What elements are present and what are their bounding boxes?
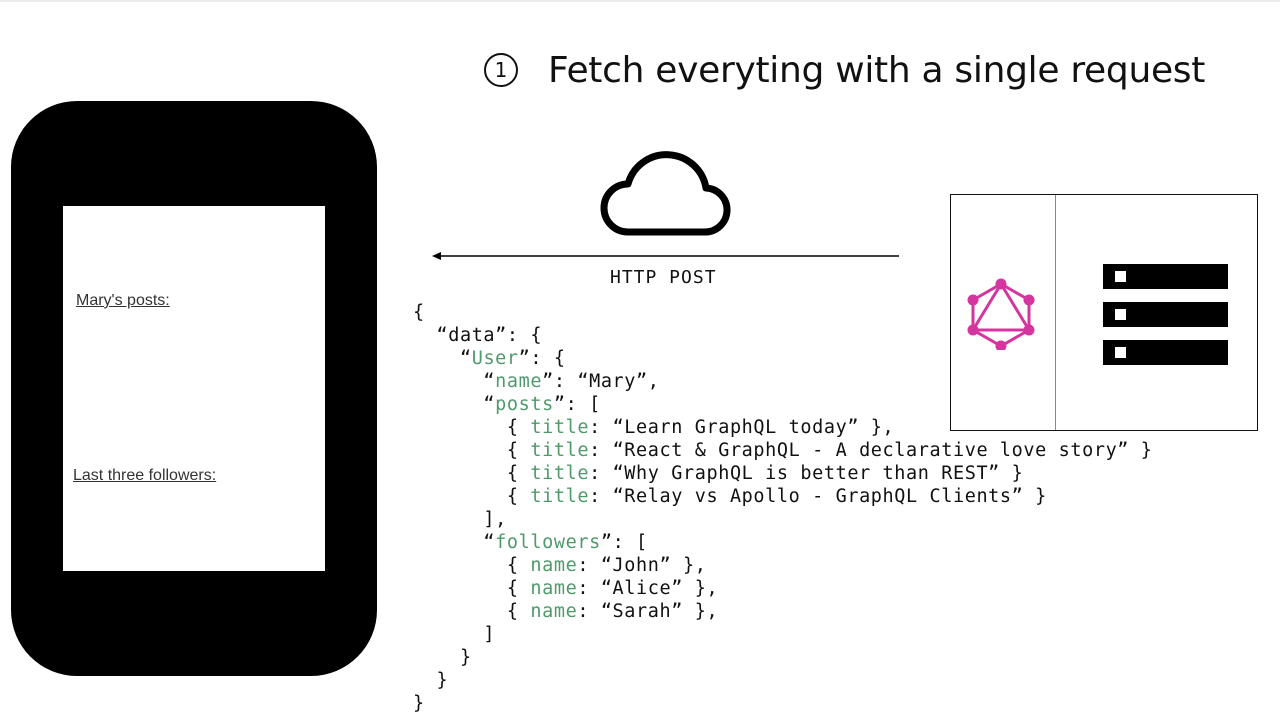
json-key: name [530,601,578,622]
json-key: User [471,348,519,369]
code-line: ] [413,624,496,645]
code-line: “User”: { [413,348,566,369]
code-line: { name: “Sarah” }, [413,601,719,622]
server-rack-icon [1103,264,1228,289]
response-arrow [432,252,899,260]
phone-screen [63,206,325,571]
cloud-icon [600,151,731,236]
step-number-badge: 1 [484,53,518,87]
code-line: } [413,670,449,691]
code-line: { title: “Learn GraphQL today” }, [413,417,895,438]
http-method-label: HTTP POST [610,267,717,288]
json-key: name [495,371,543,392]
code-line: { title: “Relay vs Apollo - GraphQL Clie… [413,486,1047,507]
posts-label: Mary's posts: [76,292,170,309]
json-key: name [530,555,578,576]
graphql-server [950,194,1258,431]
json-response-code: { “data”: { “User”: { “name”: “Mary”, “p… [413,301,1153,715]
code-line: { title: “Why GraphQL is better than RES… [413,463,1024,484]
server-divider [1055,195,1056,430]
rack-led [1115,271,1126,282]
followers-label: Last three followers: [73,467,217,484]
code-line: } [413,693,425,714]
top-border [0,0,1280,2]
code-line: { name: “John” }, [413,555,707,576]
json-key: posts [495,394,554,415]
code-line: “posts”: [ [413,394,601,415]
code-line: { [413,302,425,323]
code-line: “followers”: [ [413,532,648,553]
json-key: title [530,417,590,438]
code-line: { title: “React & GraphQL - A declarativ… [413,440,1153,461]
json-key: title [530,486,590,507]
json-key: followers [495,532,601,553]
rack-led [1115,309,1126,320]
json-key: title [530,463,590,484]
graphql-logo-icon [967,278,1035,350]
code-line: { name: “Alice” }, [413,578,719,599]
code-line: } [413,647,472,668]
code-line: “data”: { [413,325,543,346]
json-key: title [530,440,590,461]
server-rack-icon [1103,340,1228,365]
heading: 1 Fetch everyting with a single request [484,48,1205,92]
json-key: name [530,578,578,599]
code-line: ], [413,509,507,530]
server-rack-icon [1103,302,1228,327]
rack-led [1115,347,1126,358]
page-title: Fetch everyting with a single request [548,49,1206,91]
code-line: “name”: “Mary”, [413,371,660,392]
